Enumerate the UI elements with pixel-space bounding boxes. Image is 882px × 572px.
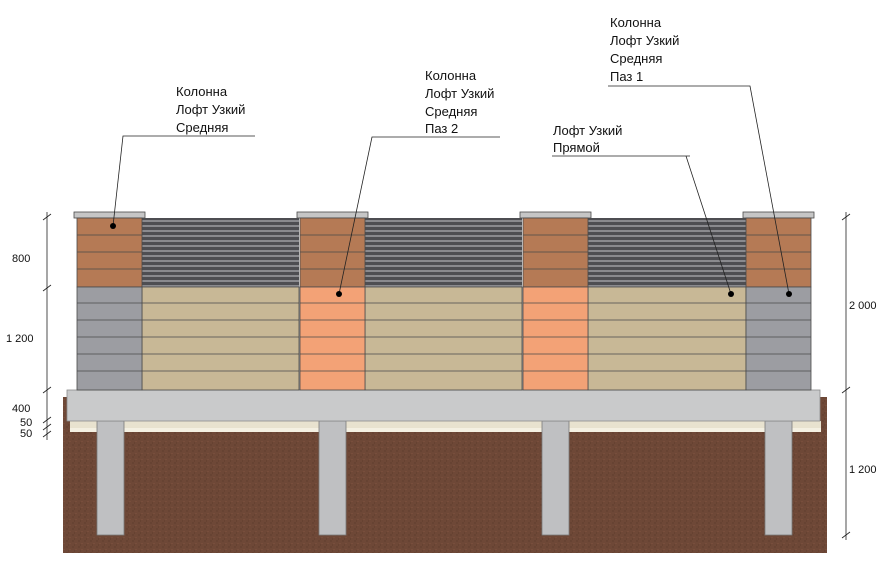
callout-col-paz2-line3: Средняя	[425, 104, 477, 119]
callout-col-mid-line2: Лофт Узкий	[176, 102, 245, 117]
callout-col-mid-line3: Средняя	[176, 120, 228, 135]
leader-dot	[110, 223, 116, 229]
column-2	[296, 211, 369, 391]
leader-dot	[786, 291, 792, 297]
leader-dot	[336, 291, 342, 297]
pile	[318, 420, 347, 536]
leader-panel	[552, 155, 732, 295]
left-dimension-line	[42, 212, 52, 440]
slat-panel	[142, 218, 299, 287]
panel	[364, 286, 523, 391]
right-dimension-line	[841, 212, 851, 540]
lower-panels	[141, 286, 747, 391]
callout-leaders	[112, 85, 790, 295]
callout-col-paz1-line3: Средняя	[610, 51, 662, 66]
pile	[541, 420, 570, 536]
callout-col-paz2-line2: Лофт Узкий	[425, 86, 494, 101]
piles	[96, 420, 793, 536]
leader-col-mid	[112, 135, 255, 227]
dim-1200-left: 1 200	[6, 333, 34, 345]
column-4	[742, 211, 815, 391]
dim-50-a: 50	[20, 417, 32, 429]
leader-col-paz2	[338, 136, 500, 295]
gravel-layer	[70, 421, 821, 428]
sand-layer	[70, 428, 821, 432]
leader-col-paz1	[608, 85, 790, 295]
dim-400: 400	[12, 403, 30, 415]
column-3	[519, 211, 592, 391]
dim-1200-right: 1 200	[849, 464, 877, 476]
dim-50-b: 50	[20, 428, 32, 440]
dim-800: 800	[12, 253, 30, 265]
column-1	[73, 211, 146, 391]
dim-2000: 2 000	[849, 300, 877, 312]
callout-panel-line2: Прямой	[553, 140, 600, 155]
callout-col-paz2-line1: Колонна	[425, 68, 477, 83]
leader-dot	[728, 291, 734, 297]
pile	[764, 420, 793, 536]
foundation-strip	[66, 389, 821, 422]
callout-col-mid-line1: Колонна	[176, 84, 228, 99]
callout-col-paz1-line4: Паз 1	[610, 69, 643, 84]
pile	[96, 420, 125, 536]
slat-panel	[588, 218, 746, 287]
callout-panel-line1: Лофт Узкий	[553, 123, 622, 138]
panel	[141, 286, 300, 391]
callout-col-paz2-line4: Паз 2	[425, 121, 458, 136]
panel	[587, 286, 747, 391]
callout-col-paz1-line1: Колонна	[610, 15, 662, 30]
callout-dots	[110, 223, 792, 297]
slat-panel	[365, 218, 522, 287]
callout-col-paz1-line2: Лофт Узкий	[610, 33, 679, 48]
upper-slats	[142, 218, 746, 287]
